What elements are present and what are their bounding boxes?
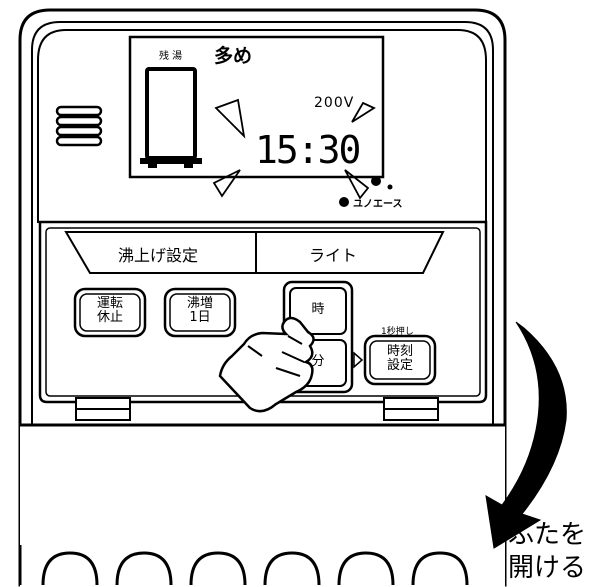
clock-set-label: 時刻 設定 bbox=[375, 345, 425, 373]
open-lid-caption-line2: 開ける bbox=[508, 553, 587, 583]
boost-1day-label-line2: 1日 bbox=[189, 310, 211, 325]
brand-logo-mark bbox=[339, 176, 393, 207]
left-hinge bbox=[75, 397, 131, 421]
open-lid-arrow bbox=[485, 321, 567, 549]
clock-set-label-line1: 時刻 bbox=[386, 344, 413, 359]
voltage-indicator: 200V bbox=[314, 95, 355, 111]
boost-1day-label: 沸増 1日 bbox=[175, 297, 225, 325]
clock-set-label-line2: 設定 bbox=[386, 358, 413, 373]
hour-label: 時 bbox=[311, 302, 325, 317]
boost-1day-button[interactable] bbox=[163, 287, 237, 338]
hot-water-level-text: 多め bbox=[214, 45, 253, 67]
lcd-screen bbox=[128, 35, 385, 179]
boil-setting-label[interactable]: 沸上げ設定 bbox=[118, 246, 199, 265]
speaker-grille bbox=[55, 105, 103, 147]
lcd-triangle-markers bbox=[212, 98, 376, 200]
open-lid-caption-line1: ふたを bbox=[508, 520, 587, 550]
minute-label: 分 bbox=[311, 354, 325, 369]
right-hinge bbox=[383, 397, 439, 421]
clock-display: 15:30 bbox=[255, 128, 361, 172]
lid bbox=[20, 425, 505, 587]
run-stop-label-line2: 休止 bbox=[96, 310, 123, 325]
boost-1day-label-line1: 沸増 bbox=[186, 296, 213, 311]
hand-finger-lines bbox=[247, 335, 305, 377]
tank-level-icon bbox=[140, 67, 202, 168]
run-stop-label: 運転 休止 bbox=[85, 297, 135, 325]
brand-logo-text: ユノエース bbox=[353, 199, 403, 210]
run-stop-button[interactable] bbox=[73, 287, 147, 338]
hold-one-second-hint: 1秒押し bbox=[381, 327, 414, 337]
remaining-hot-water-label: 残 湯 bbox=[159, 51, 183, 62]
light-label[interactable]: ライト bbox=[309, 246, 358, 265]
label-band bbox=[64, 231, 445, 274]
lid-scallop-edge bbox=[18, 545, 469, 586]
pointing-hand-icon bbox=[218, 316, 315, 413]
clock-set-button[interactable] bbox=[363, 334, 437, 386]
hour-button[interactable] bbox=[289, 287, 347, 335]
arrow-marker-icon bbox=[353, 351, 364, 369]
run-stop-label-line1: 運転 bbox=[96, 296, 123, 311]
